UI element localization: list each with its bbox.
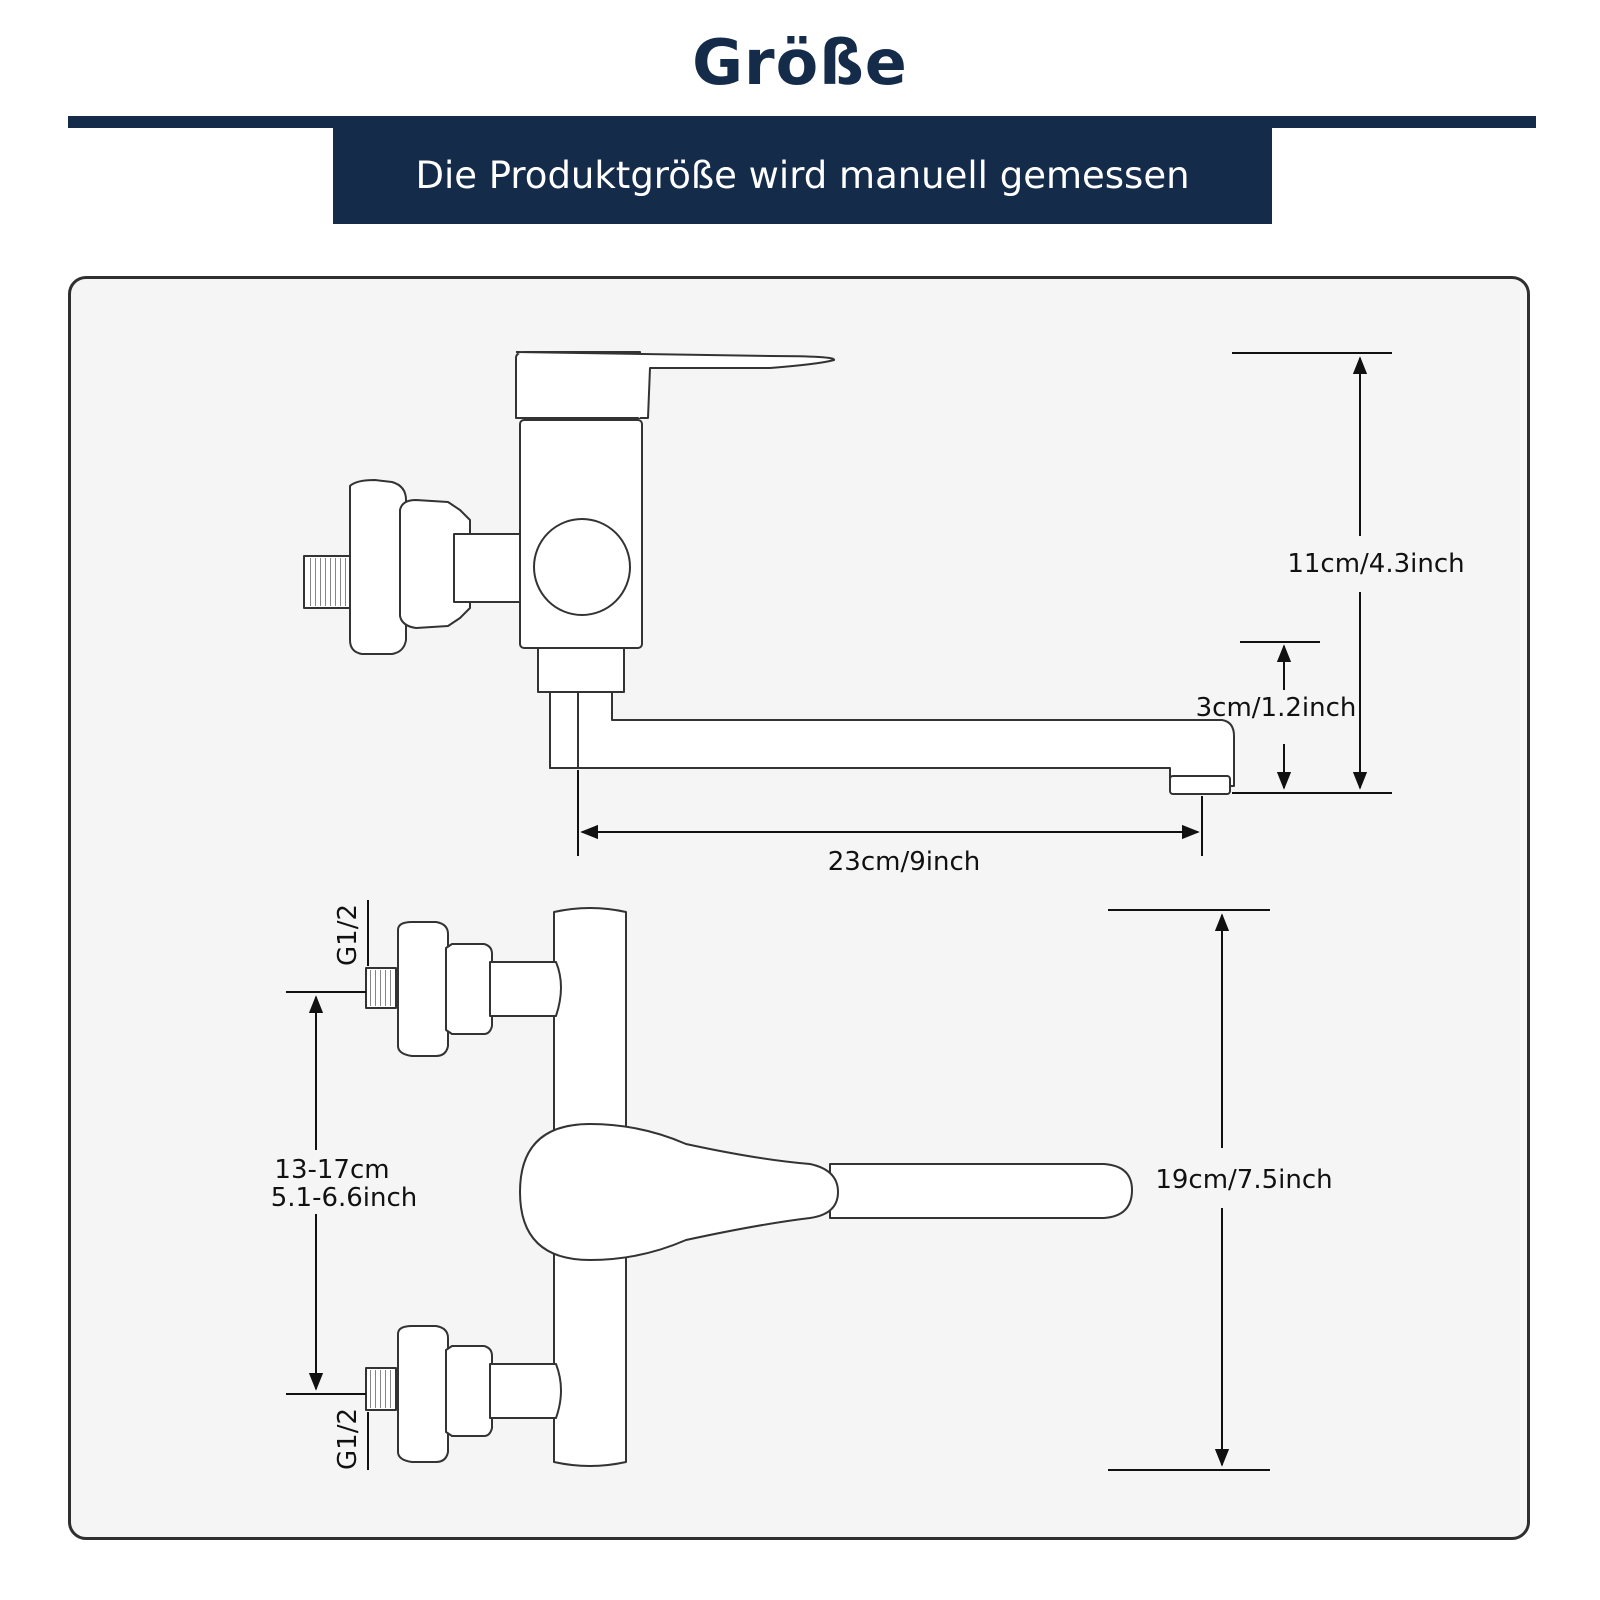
side-lever <box>515 351 836 419</box>
front-handle-lever <box>829 1163 1133 1219</box>
label-connection-top: G1/2 <box>333 904 363 966</box>
dim-body-height: 19cm/7.5inch <box>1108 909 1333 1471</box>
front-view-faucet <box>365 907 1133 1467</box>
front-handle-hub <box>519 1123 839 1261</box>
dim-spout-length: 23cm/9inch <box>577 770 1203 877</box>
side-collar <box>537 647 625 693</box>
side-flange <box>349 479 407 655</box>
title-underline <box>68 116 1536 128</box>
dim-connection-top: G1/2 <box>333 900 369 966</box>
page-title: Größe <box>692 26 908 99</box>
dim-height-total: 11cm/4.3inch <box>1232 352 1465 794</box>
front-top-nut <box>445 943 493 1035</box>
front-bottom-nut <box>445 1345 493 1437</box>
subtitle-banner: Die Produktgröße wird manuell gemessen <box>333 126 1272 224</box>
side-body-circle <box>533 518 631 616</box>
front-bottom-flange <box>397 1325 449 1463</box>
side-view-faucet <box>303 351 1235 795</box>
side-spout <box>549 691 1235 787</box>
front-top-arm <box>489 961 562 1017</box>
dim-connection-distance: 13-17cm 5.1-6.6inch <box>271 991 418 1395</box>
side-nut <box>399 499 471 629</box>
label-body-height: 19cm/7.5inch <box>1155 1165 1332 1195</box>
dim-connection-bottom: G1/2 <box>333 1408 369 1470</box>
label-connection-bottom: G1/2 <box>333 1408 363 1470</box>
front-top-flange <box>397 921 449 1057</box>
label-connection-distance-cm: 13-17cm <box>274 1155 389 1185</box>
front-bottom-arm <box>489 1363 562 1419</box>
diagram-panel <box>68 276 1530 1540</box>
label-spout-length: 23cm/9inch <box>828 847 980 877</box>
side-aerator <box>1169 775 1231 795</box>
label-spout-height: 3cm/1.2inch <box>1196 693 1357 723</box>
dim-spout-height: 3cm/1.2inch <box>1196 641 1357 790</box>
label-connection-distance-inch: 5.1-6.6inch <box>271 1183 418 1213</box>
label-height-total: 11cm/4.3inch <box>1287 549 1464 579</box>
subtitle-text: Die Produktgröße wird manuell gemessen <box>415 153 1190 197</box>
